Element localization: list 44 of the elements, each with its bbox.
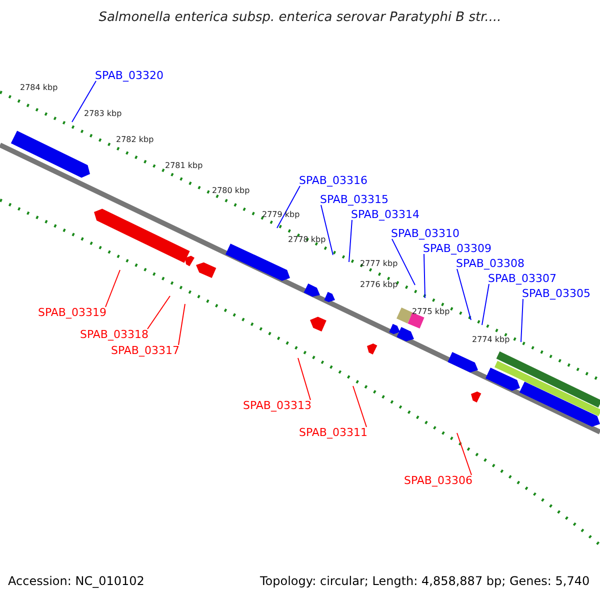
leader-line [320, 204, 334, 256]
leader-line [298, 358, 311, 400]
gene-label: SPAB_03305 [522, 288, 590, 299]
leader-line [424, 254, 426, 298]
footer-text: Accession: NC_010102 [8, 575, 144, 587]
gene-label: SPAB_03314 [351, 209, 420, 220]
scale-label: 2779 kbp [262, 211, 300, 219]
title: Salmonella enterica subsp. enterica serovar Paratyphi B str.... [98, 11, 502, 24]
leader-line [520, 298, 524, 342]
gene-label: SPAB_03311 [299, 427, 368, 438]
scale-label: 2776 kbp [360, 281, 398, 289]
leader-line [72, 80, 96, 122]
gene-label: SPAB_03307 [488, 273, 556, 284]
gene-label: SPAB_03310 [391, 228, 460, 239]
leader-line [276, 186, 300, 228]
scale-label: 2777 kbp [360, 260, 398, 268]
leader-line [482, 284, 490, 326]
scale-label: 2781 kbp [165, 162, 203, 170]
gene-label: SPAB_03315 [320, 194, 388, 205]
gene-label: SPAB_03308 [456, 258, 524, 269]
leader-line [146, 296, 170, 330]
scale-label: 2780 kbp [212, 187, 250, 195]
leader-line [392, 238, 416, 286]
gene-label: SPAB_03320 [95, 70, 164, 81]
leader-line [178, 304, 186, 346]
leader-line [348, 220, 352, 262]
gene-label: SPAB_03318 [80, 329, 148, 340]
gene-label: SPAB_03313 [243, 400, 312, 411]
footer-text: Topology: circular; Length: 4,858,887 bp; Genes: 5,740 [260, 575, 590, 587]
gene-label: SPAB_03309 [423, 243, 492, 254]
scale-label: 2782 kbp [116, 136, 154, 144]
gene-label: SPAB_03316 [299, 175, 368, 186]
leader-line [456, 432, 472, 476]
gene-label: SPAB_03317 [111, 345, 180, 356]
leader-line [104, 270, 120, 308]
scale-label: 2783 kbp [84, 110, 122, 118]
gene-label: SPAB_03319 [38, 307, 106, 318]
scale-label: 2784 kbp [20, 84, 58, 92]
scale-label: 2775 kbp [412, 308, 450, 316]
scale-label: 2778 kbp [288, 236, 326, 244]
leader-line [456, 268, 472, 320]
scale-label: 2774 kbp [472, 336, 510, 344]
gene-label: SPAB_03306 [404, 475, 472, 486]
leader-line [352, 386, 367, 428]
